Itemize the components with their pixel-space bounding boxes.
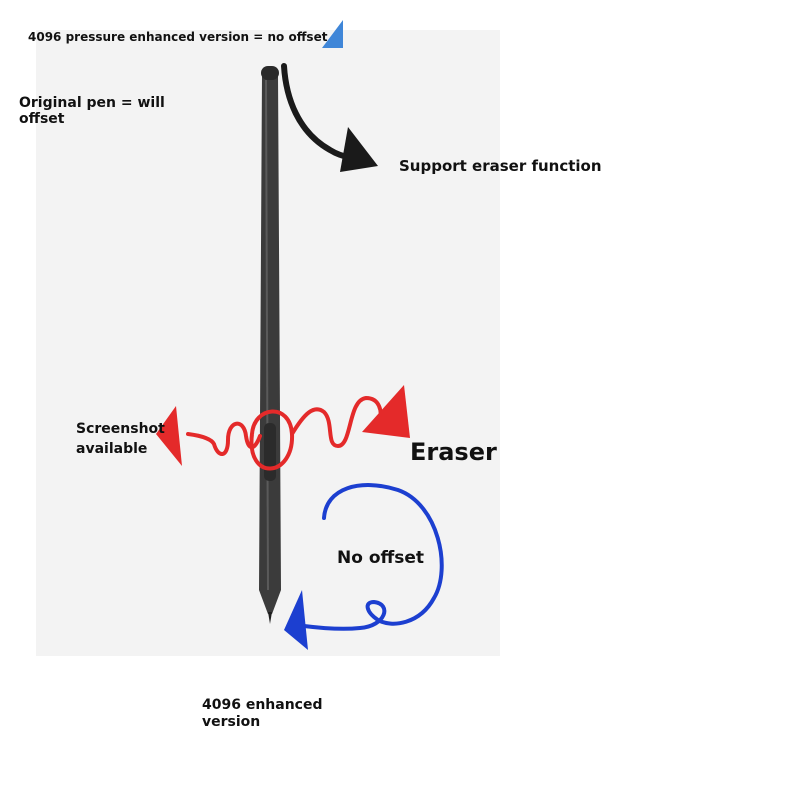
enhanced-version-label: 4096 enhanced version [202,697,323,730]
eraser-label: Eraser [410,438,497,466]
corner-mark-icon [322,20,343,48]
top-caption: 4096 pressure enhanced version = no offs… [28,30,328,44]
no-offset-blue-arrow [284,483,444,650]
button-red-arrows [156,385,410,471]
original-pen-label: Original pen = will offset [19,95,165,127]
blue-arrowhead [284,590,308,650]
red-arrowhead-right [362,385,410,438]
stylus-cap [261,66,279,80]
stylus-pen [259,66,281,624]
stylus-body [259,68,281,614]
red-arrowhead-left [156,406,182,466]
no-offset-label: No offset [337,548,425,568]
stylus-highlight [265,79,269,591]
eraser-function-arrow [281,63,378,172]
stylus-tip [268,612,272,624]
stylus-side-button [264,423,276,481]
screenshot-label: Screenshot available [76,421,165,457]
eraser-function-label: Support eraser function [399,157,602,175]
